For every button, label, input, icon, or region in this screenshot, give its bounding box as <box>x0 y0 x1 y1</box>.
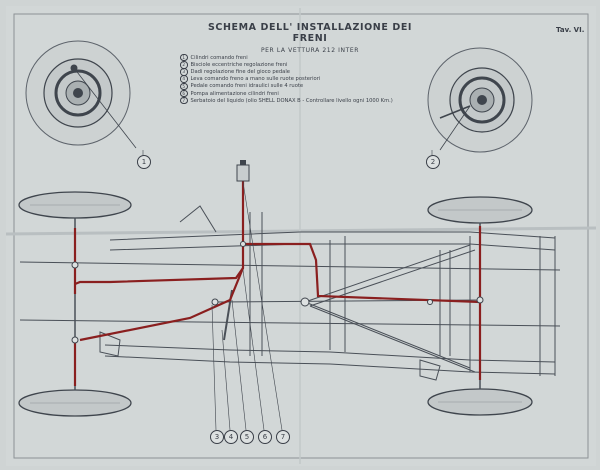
callout-2: 2 <box>426 155 440 169</box>
callout-leader-lines <box>142 150 433 431</box>
legend-text: Bisciole eccentriche regolazione freni <box>190 61 288 68</box>
brake-junctions <box>71 241 484 344</box>
legend-text: Serbatoio del liquido (olio SHELL DONAX … <box>190 97 393 104</box>
legend-number: 4 <box>180 75 188 83</box>
callout-4: 4 <box>224 430 238 444</box>
legend-text: Pedale comando freni idraulici sulle 4 r… <box>190 83 304 90</box>
rear-right-tire <box>427 388 533 416</box>
callout-7: 7 <box>276 430 290 444</box>
rear-left-tire <box>18 389 132 417</box>
wheel-detail-left <box>25 40 137 149</box>
fluid-reservoir <box>236 160 250 182</box>
callout-3: 3 <box>210 430 224 444</box>
plate-number: Tav. VI. <box>556 26 585 34</box>
title-block: SCHEMA DELL' INSTALLAZIONE DEI FRENI PER… <box>200 22 420 54</box>
callout-5: 5 <box>240 430 254 444</box>
callout-1: 1 <box>137 155 151 169</box>
legend-text: Dadi regolazione fine del gioco pedale <box>190 68 290 75</box>
legend-text: Leva comando freno a mano sulle ruote po… <box>190 76 321 83</box>
frame-border <box>13 13 589 459</box>
wheel-detail-right <box>427 47 533 153</box>
legend-number: 5 <box>180 82 188 91</box>
legend-number: 2 <box>180 61 188 69</box>
legend-number: 7 <box>180 96 188 105</box>
legend-number: 3 <box>180 68 188 76</box>
diagram-subtitle: PER LA VETTURA 212 INTER <box>260 47 360 54</box>
callout-6: 6 <box>258 430 272 444</box>
legend-number: 6 <box>180 89 188 98</box>
fold-crease <box>5 226 597 236</box>
legend-text: Pompa alimentazione cilindri freni <box>190 90 279 97</box>
front-left-tire <box>18 191 132 219</box>
legend-text: Cilindri comando freni <box>190 54 248 61</box>
chassis-frame <box>19 205 561 381</box>
diagram-title: SCHEMA DELL' INSTALLAZIONE DEI FRENI <box>207 22 413 44</box>
front-right-tire <box>427 196 533 224</box>
legend-number: 1 <box>180 53 188 62</box>
